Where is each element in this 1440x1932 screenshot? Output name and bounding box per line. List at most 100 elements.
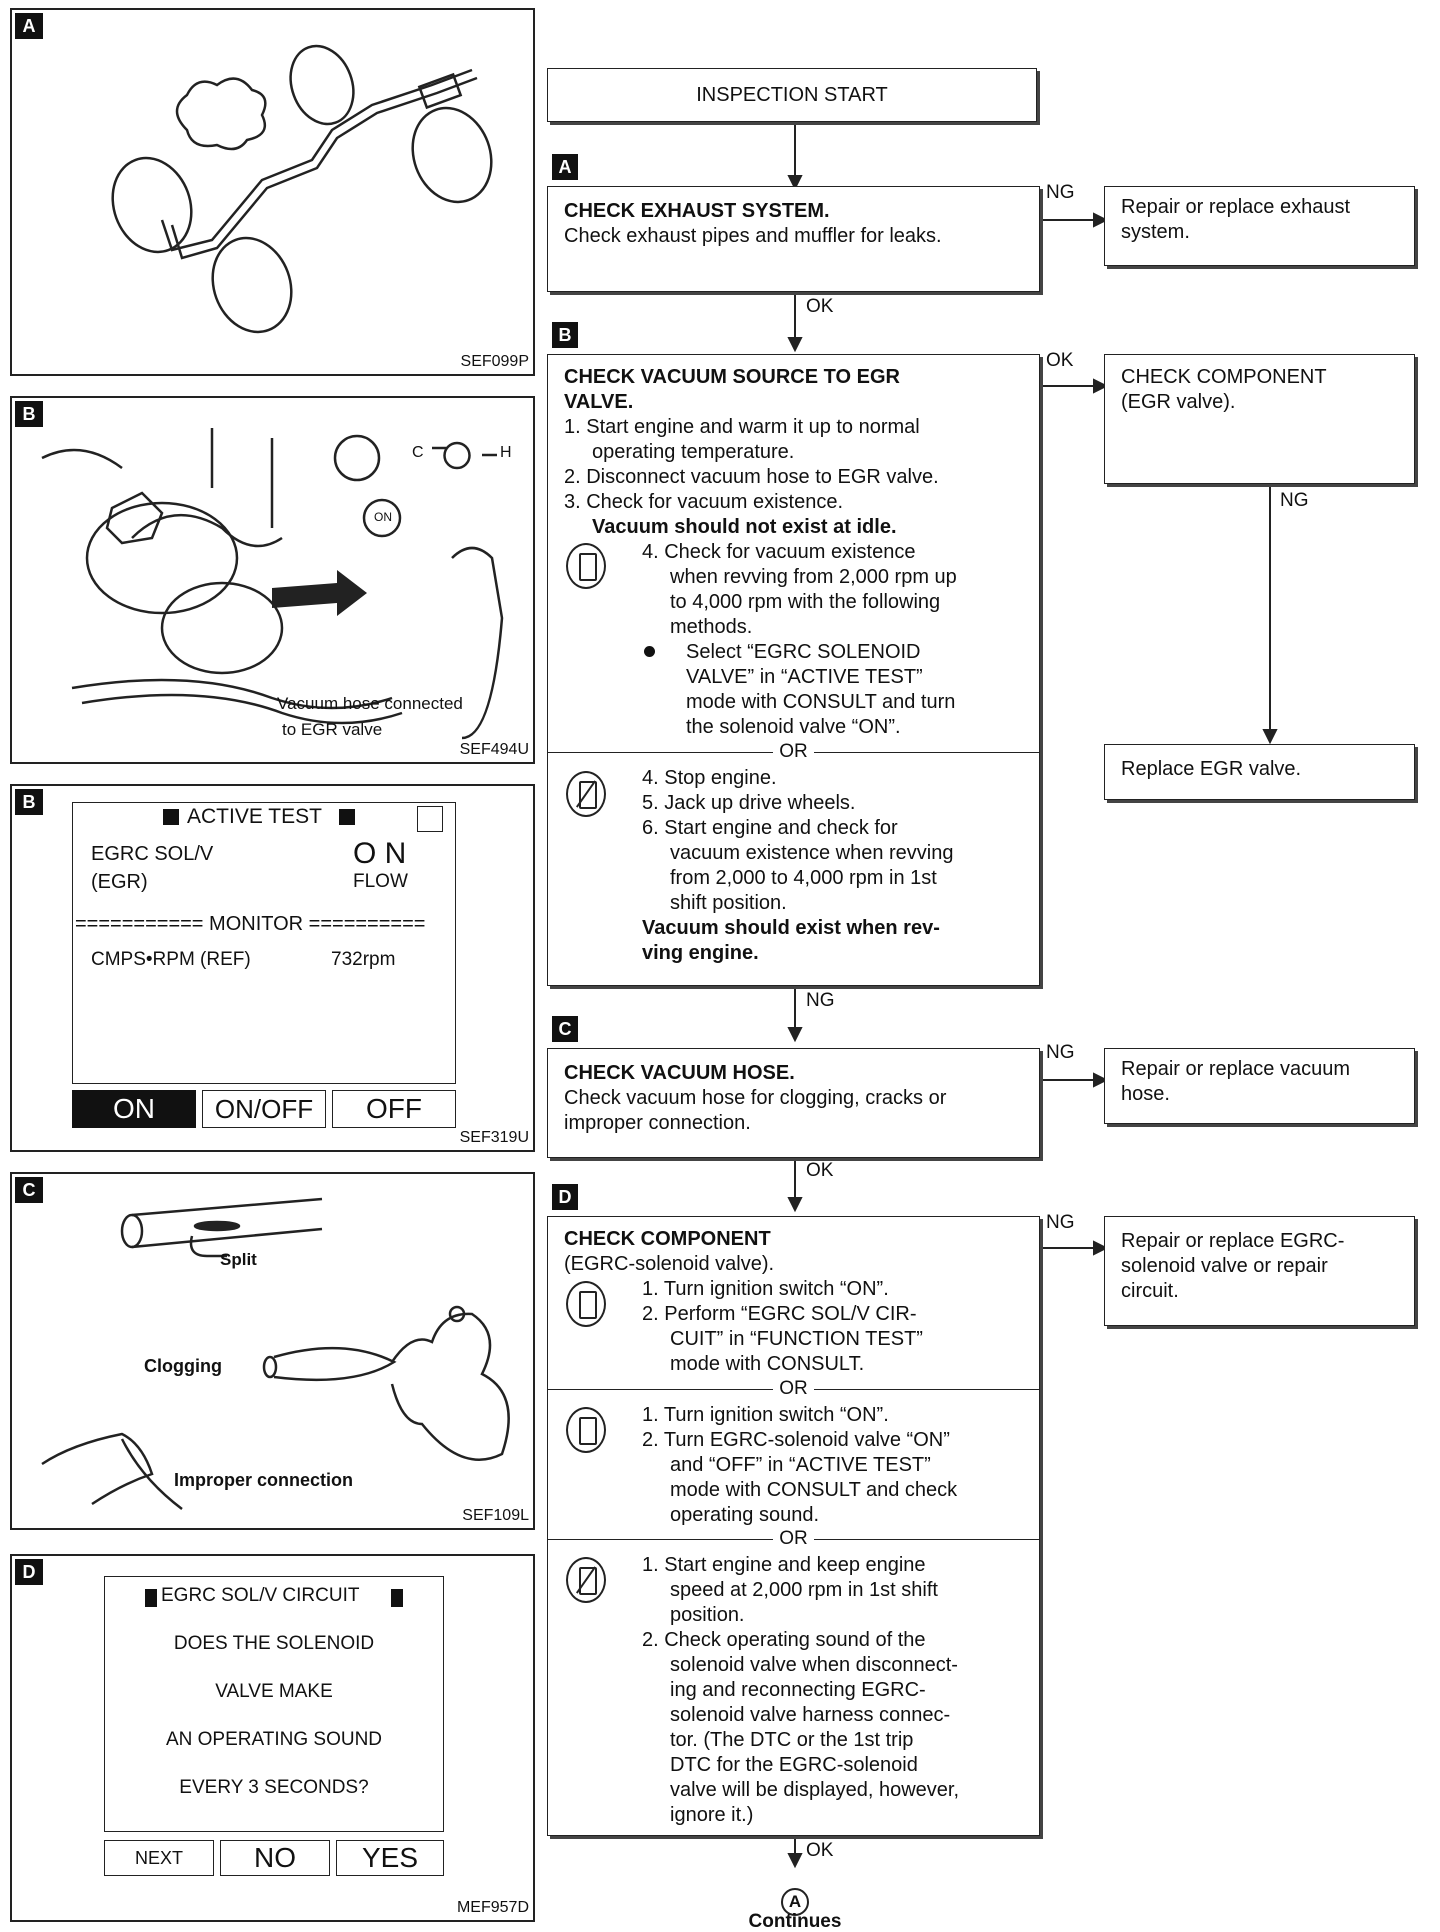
step-c-ok-label: OK — [806, 1160, 834, 1181]
step-b-alt-6a: 6. Start engine and check for — [642, 817, 898, 839]
figure-d-code: MEF957D — [456, 1899, 529, 1916]
gauge-c-label: C — [412, 444, 424, 461]
vacuum-hose-illustration — [41, 1197, 510, 1510]
step-d-c2b: solenoid valve when disconnect- — [670, 1654, 958, 1676]
item-name: EGRC SOL/V — [91, 843, 214, 865]
step-b-item-1a: 1. Start engine and warm it up to normal — [564, 416, 920, 438]
step-a-title: CHECK EXHAUST SYSTEM. — [564, 200, 830, 222]
step-b-alt-5: 5. Jack up drive wheels. — [642, 792, 856, 814]
step-d-b2a: 2. Turn EGRC-solenoid valve “ON” — [642, 1429, 950, 1451]
step-d-c1c: position. — [670, 1604, 745, 1626]
step-b-alt-note-b: ving engine. — [642, 942, 759, 964]
monitor-item-value: 732rpm — [331, 949, 396, 970]
step-b-item-4c: to 4,000 rpm with the following — [670, 591, 941, 613]
no-consult-icon — [566, 1557, 606, 1603]
consult-tool-icon — [566, 1281, 606, 1327]
figure-b1-tag: B — [15, 401, 43, 427]
step-b-tag: B — [552, 322, 578, 348]
clogging-label: Clogging — [144, 1356, 222, 1376]
step-b-alt-note-a: Vacuum should exist when rev- — [642, 917, 940, 939]
item-value-sub: FLOW — [353, 871, 408, 892]
step-b-title-2: VALVE. — [564, 391, 634, 413]
item-value: O N — [353, 837, 407, 870]
step-c-body: Check vacuum hose for clogging, cracks o… — [564, 1087, 947, 1134]
on-button[interactable]: ON — [72, 1090, 196, 1128]
figure-b1-caption-line2: to EGR valve — [282, 720, 383, 739]
figure-d-tag: D — [15, 1559, 43, 1585]
step-b-item-4a: 4. Check for vacuum existence — [642, 541, 916, 563]
step-d-b2c: mode with CONSULT and check — [670, 1479, 958, 1501]
monitor-item-name: CMPS•RPM (REF) — [91, 949, 251, 970]
figure-c-panel: C Split Clogging Improper connection SEF… — [10, 1172, 535, 1530]
step-b-item-3: 3. Check for vacuum existence. — [564, 491, 844, 513]
step-b-item-4b: when revving from 2,000 rpm up — [670, 566, 957, 588]
step-b-item-1b: operating temperature. — [592, 441, 795, 463]
no-button[interactable]: NO — [220, 1840, 330, 1876]
step-d-subtitle: (EGRC-solenoid valve). — [564, 1253, 775, 1275]
step-d-tag: D — [552, 1184, 578, 1210]
step-b-bullet-d: the solenoid valve “ON”. — [686, 716, 901, 738]
figure-c-code: SEF109L — [462, 1507, 529, 1524]
figure-a-tag: A — [15, 13, 43, 39]
step-d-b2b: and “OFF” in “ACTIVE TEST” — [670, 1454, 931, 1476]
figure-a-panel: A SEF099P — [10, 8, 535, 376]
step-d-c2g: valve will be displayed, however, — [670, 1779, 960, 1801]
step-d-c2h: ignore it.) — [670, 1804, 754, 1826]
next-button[interactable]: NEXT — [104, 1840, 214, 1876]
step-d-c1b: speed at 2,000 rpm in 1st shift — [670, 1579, 938, 1601]
split-label: Split — [220, 1250, 257, 1269]
step-a-ok-label: OK — [806, 296, 834, 317]
step-b-alt-6d: shift position. — [670, 892, 787, 914]
step-b-item-4d: methods. — [670, 616, 753, 638]
step-d-a1: 1. Turn ignition switch “ON”. — [642, 1278, 889, 1300]
step-a-body: Check exhaust pipes and muffler for leak… — [564, 225, 942, 247]
question-line1: DOES THE SOLENOID — [173, 1633, 375, 1654]
bullet-dot — [644, 646, 655, 657]
consult-active-test-screen: ACTIVE TEST EGRC SOL/V (EGR) O N FLOW ==… — [72, 802, 456, 1084]
improper-connection-label: Improper connection — [174, 1470, 354, 1490]
on-off-button[interactable]: ON/OFF — [202, 1090, 326, 1128]
step-b-item-2: 2. Disconnect vacuum hose to EGR valve. — [564, 466, 939, 488]
step-d-box: CHECK COMPONENT (EGRC-solenoid valve). 1… — [547, 1216, 1040, 1836]
figure-b1-caption-line1: Vacuum hose connected — [277, 694, 463, 713]
step-b-bullet-a: Select “EGRC SOLENOID — [686, 641, 921, 663]
step-b-bullet-b: VALVE” in “ACTIVE TEST” — [686, 666, 923, 688]
step-d-b1: 1. Turn ignition switch “ON”. — [642, 1404, 889, 1426]
inspection-start-box: INSPECTION START — [547, 68, 1037, 122]
off-button[interactable]: OFF — [332, 1090, 456, 1128]
figure-b2-code: SEF319U — [459, 1129, 529, 1146]
step-d-a2b: CUIT” in “FUNCTION TEST” — [670, 1328, 923, 1350]
step-d-c2e: tor. (The DTC or the 1st trip — [670, 1729, 914, 1751]
step-b-alt-6b: vacuum existence when revving — [670, 842, 954, 864]
question-line4: EVERY 3 SECONDS? — [179, 1777, 369, 1798]
function-screen-title: EGRC SOL/V CIRCUIT — [161, 1585, 360, 1606]
step-c-tag: C — [552, 1016, 578, 1042]
step-b-item-3-note: Vacuum should not exist at idle. — [592, 516, 897, 538]
step-b-bullet-c: mode with CONSULT and turn — [686, 691, 956, 713]
repair-exhaust-box: Repair or replace exhaust system. — [1104, 186, 1415, 266]
step-c-title: CHECK VACUUM HOSE. — [564, 1062, 795, 1084]
yes-button[interactable]: YES — [336, 1840, 444, 1876]
egr-valve-illustration — [41, 428, 504, 740]
step-d-c2d: solenoid valve harness connec- — [670, 1704, 951, 1726]
ignition-on-label: ON — [374, 510, 392, 524]
figure-d-panel: D EGRC SOL/V CIRCUIT DOES THE SOLENOID V… — [10, 1554, 535, 1922]
repair-hose-box: Repair or replace vacuum hose. — [1104, 1048, 1415, 1124]
step-a-box: CHECK EXHAUST SYSTEM. Check exhaust pipe… — [547, 186, 1040, 292]
step-d-ok-label: OK — [806, 1840, 834, 1861]
step-b-ok-label: OK — [1046, 350, 1074, 371]
step-c-box: CHECK VACUUM HOSE. Check vacuum hose for… — [547, 1048, 1040, 1158]
step-d-b2d: operating sound. — [670, 1504, 820, 1526]
repair-solenoid-box: Repair or replace EGRC-solenoid valve or… — [1104, 1216, 1415, 1326]
figure-b1-code: SEF494U — [459, 741, 529, 758]
figure-c-tag: C — [15, 1177, 43, 1203]
step-d-c2c: ing and reconnecting EGRC- — [670, 1679, 926, 1701]
consult-tool-icon — [566, 543, 606, 589]
check-component-ng-label: NG — [1280, 490, 1309, 511]
step-d-title: CHECK COMPONENT — [564, 1228, 771, 1250]
step-d-a2c: mode with CONSULT. — [670, 1353, 865, 1375]
repair-hose-label: Repair or replace vacuum hose. — [1121, 1058, 1350, 1105]
check-component-egr-label: CHECK COMPONENT (EGR valve). — [1121, 366, 1327, 413]
inspection-start-label: INSPECTION START — [696, 84, 888, 106]
